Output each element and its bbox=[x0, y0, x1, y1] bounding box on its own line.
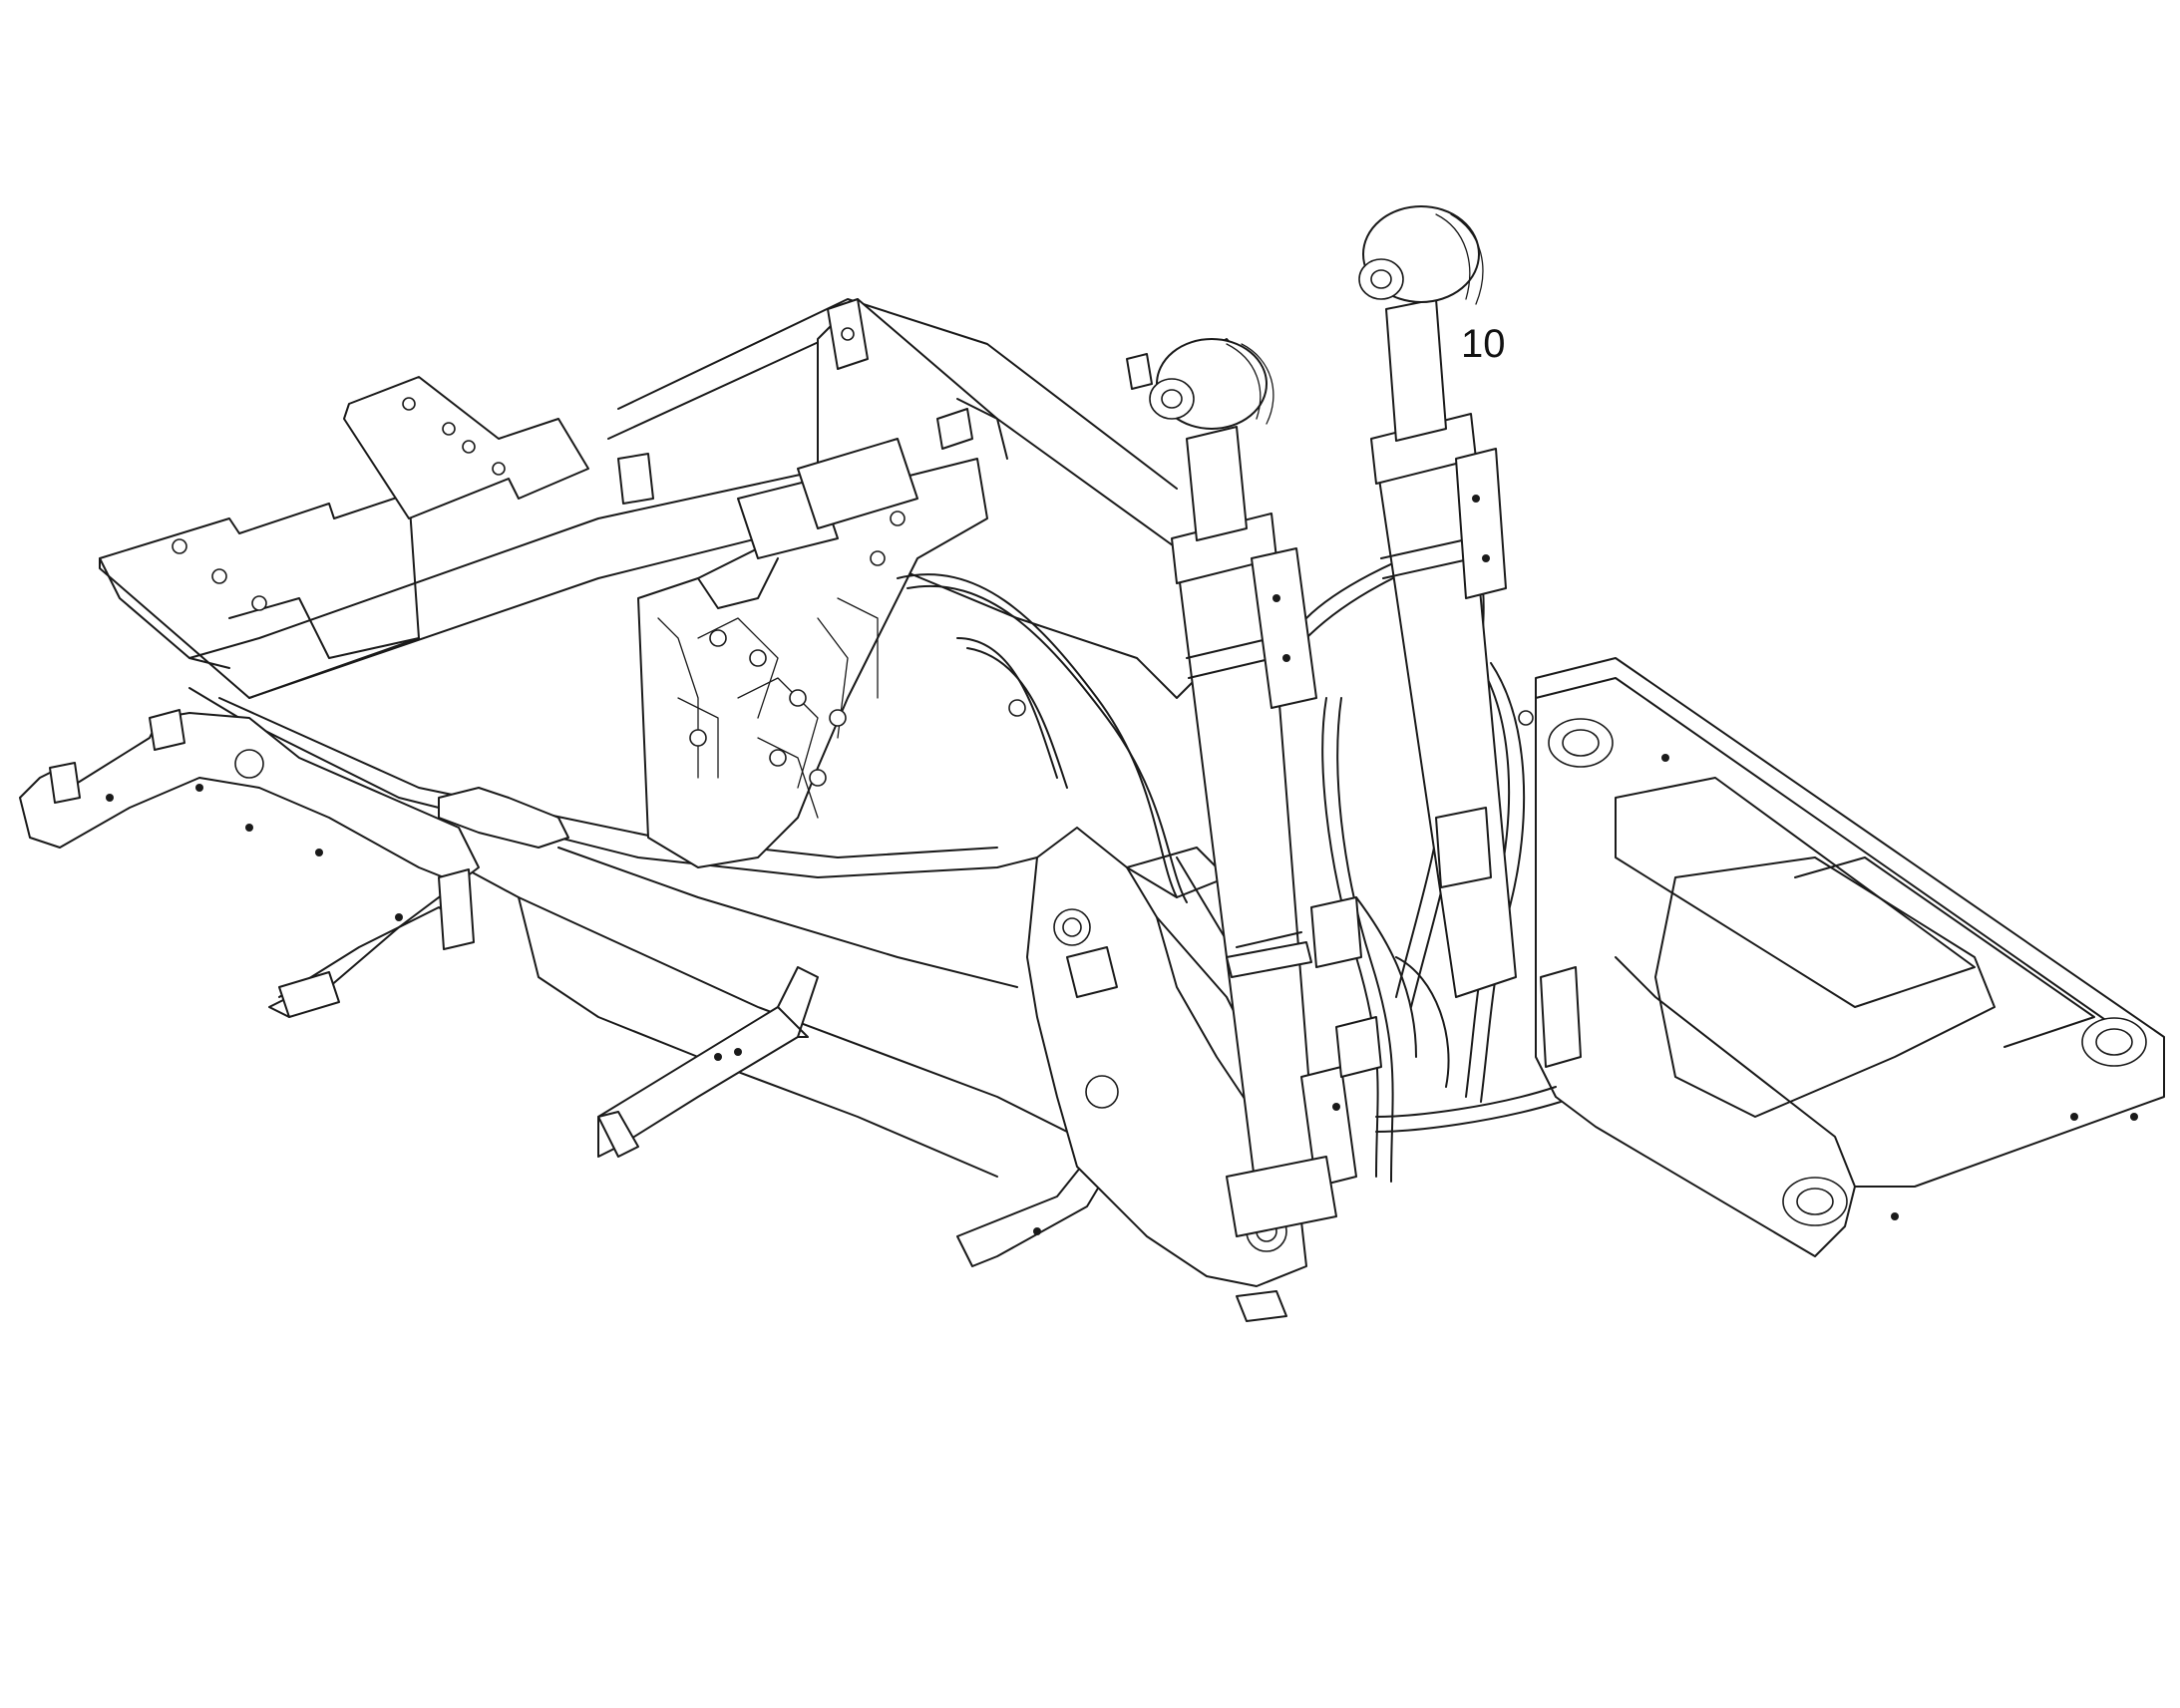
hose-clamps bbox=[1008, 699, 1582, 1078]
left-upper-platform bbox=[99, 376, 589, 699]
lower-cross-members bbox=[597, 966, 1118, 1267]
callout-label: 10 bbox=[1461, 322, 1506, 366]
right-rear-frame bbox=[1535, 657, 2165, 1257]
rear-left-wing-frame bbox=[19, 709, 569, 1018]
valve-block-assembly bbox=[637, 408, 988, 868]
callout-10: 10 bbox=[1461, 322, 1506, 366]
left-lift-cylinder bbox=[1126, 338, 1357, 1237]
